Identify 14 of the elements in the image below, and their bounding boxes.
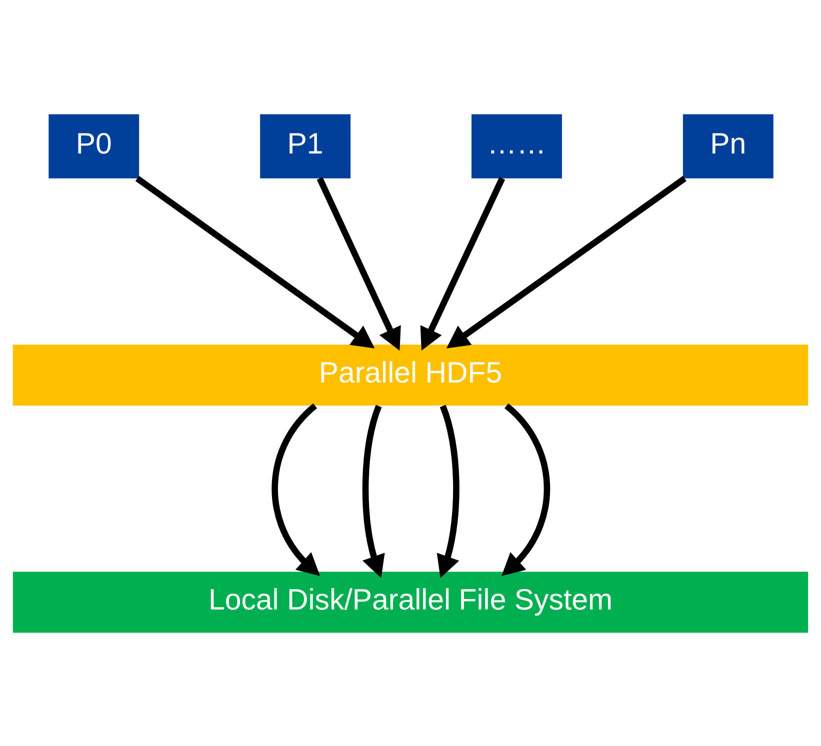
node-box: Pn <box>682 114 774 178</box>
arrow <box>501 402 550 576</box>
arrow <box>420 176 506 350</box>
node-box: P1 <box>260 114 351 178</box>
arrow <box>362 404 385 578</box>
arrow <box>316 176 401 350</box>
arrow <box>436 404 460 578</box>
node-box: Parallel HDF5 <box>12 344 808 406</box>
node-box: P0 <box>48 114 140 178</box>
arrow <box>446 175 686 348</box>
arrow <box>272 402 320 576</box>
node-box: …… <box>472 114 562 178</box>
node-box: Local Disk/Parallel File System <box>12 571 808 632</box>
arrow <box>135 175 375 348</box>
